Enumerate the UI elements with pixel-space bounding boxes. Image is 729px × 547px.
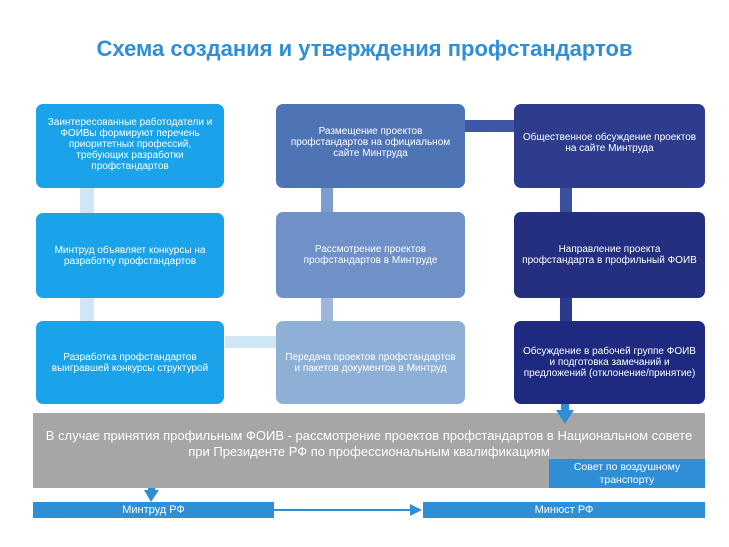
- down-arrow-to-banner: [556, 404, 574, 424]
- mintrud-label: Минтруд РФ: [122, 504, 185, 516]
- connector-col1-b: [80, 298, 94, 322]
- step-text-public-discussion: Общественное обсуждение проектов на сайт…: [522, 132, 697, 154]
- step-text-publication: Размещение проектов профстандартов на оф…: [290, 126, 451, 159]
- step-box-transfer: Передача проектов профстандартов и пакет…: [276, 321, 465, 404]
- step-box-development: Разработка профстандартов выигравшей кон…: [36, 321, 224, 404]
- step-text-development: Разработка профстандартов выигравшей кон…: [51, 351, 209, 374]
- right-arrow-to-minjust: [274, 504, 422, 516]
- step-text-foiv-referral: Направление проекта профстандарта в проф…: [522, 244, 697, 266]
- air-transport-council-box: Совет по воздушному транспорту: [549, 459, 705, 488]
- step-box-foiv-referral: Направление проекта профстандарта в проф…: [514, 212, 705, 298]
- connector-col3-a: [560, 188, 572, 212]
- air-transport-council-text: Совет по воздушному транспорту: [573, 461, 681, 486]
- connector-col2-b: [321, 298, 333, 322]
- step-text-contests: Минтруд объявляет конкурсы на разработку…: [54, 244, 206, 267]
- connector-col1-a: [80, 188, 94, 214]
- step-box-employers: Заинтересованные работодатели и ФОИВы фо…: [36, 104, 224, 188]
- down-arrow-to-mintrud: [144, 488, 159, 502]
- national-council-text: В случае принятия профильным ФОИВ - расс…: [45, 428, 693, 459]
- step-box-public-discussion: Общественное обсуждение проектов на сайт…: [514, 104, 705, 188]
- step-box-contests: Минтруд объявляет конкурсы на разработку…: [36, 213, 224, 298]
- step-box-review: Рассмотрение проектов профстандартов в М…: [276, 212, 465, 298]
- connector-col2-col3: [465, 120, 515, 132]
- minjust-bar: Минюст РФ: [423, 502, 705, 518]
- connector-col3-b: [560, 298, 572, 322]
- step-text-review: Рассмотрение проектов профстандартов в М…: [303, 244, 438, 266]
- minjust-label: Минюст РФ: [534, 504, 594, 516]
- connector-col1-col2: [225, 336, 277, 348]
- step-box-working-group: Обсуждение в рабочей группе ФОИВ и подго…: [514, 321, 705, 404]
- step-text-employers: Заинтересованные работодатели и ФОИВы фо…: [47, 117, 213, 172]
- connector-col2-a: [321, 188, 333, 212]
- step-text-transfer: Передача проектов профстандартов и пакет…: [285, 351, 456, 374]
- step-box-publication: Размещение проектов профстандартов на оф…: [276, 104, 465, 188]
- step-text-working-group: Обсуждение в рабочей группе ФОИВ и подго…: [523, 346, 696, 379]
- mintrud-bar: Минтруд РФ: [33, 502, 274, 518]
- page-title: Схема создания и утверждения профстандар…: [96, 36, 633, 61]
